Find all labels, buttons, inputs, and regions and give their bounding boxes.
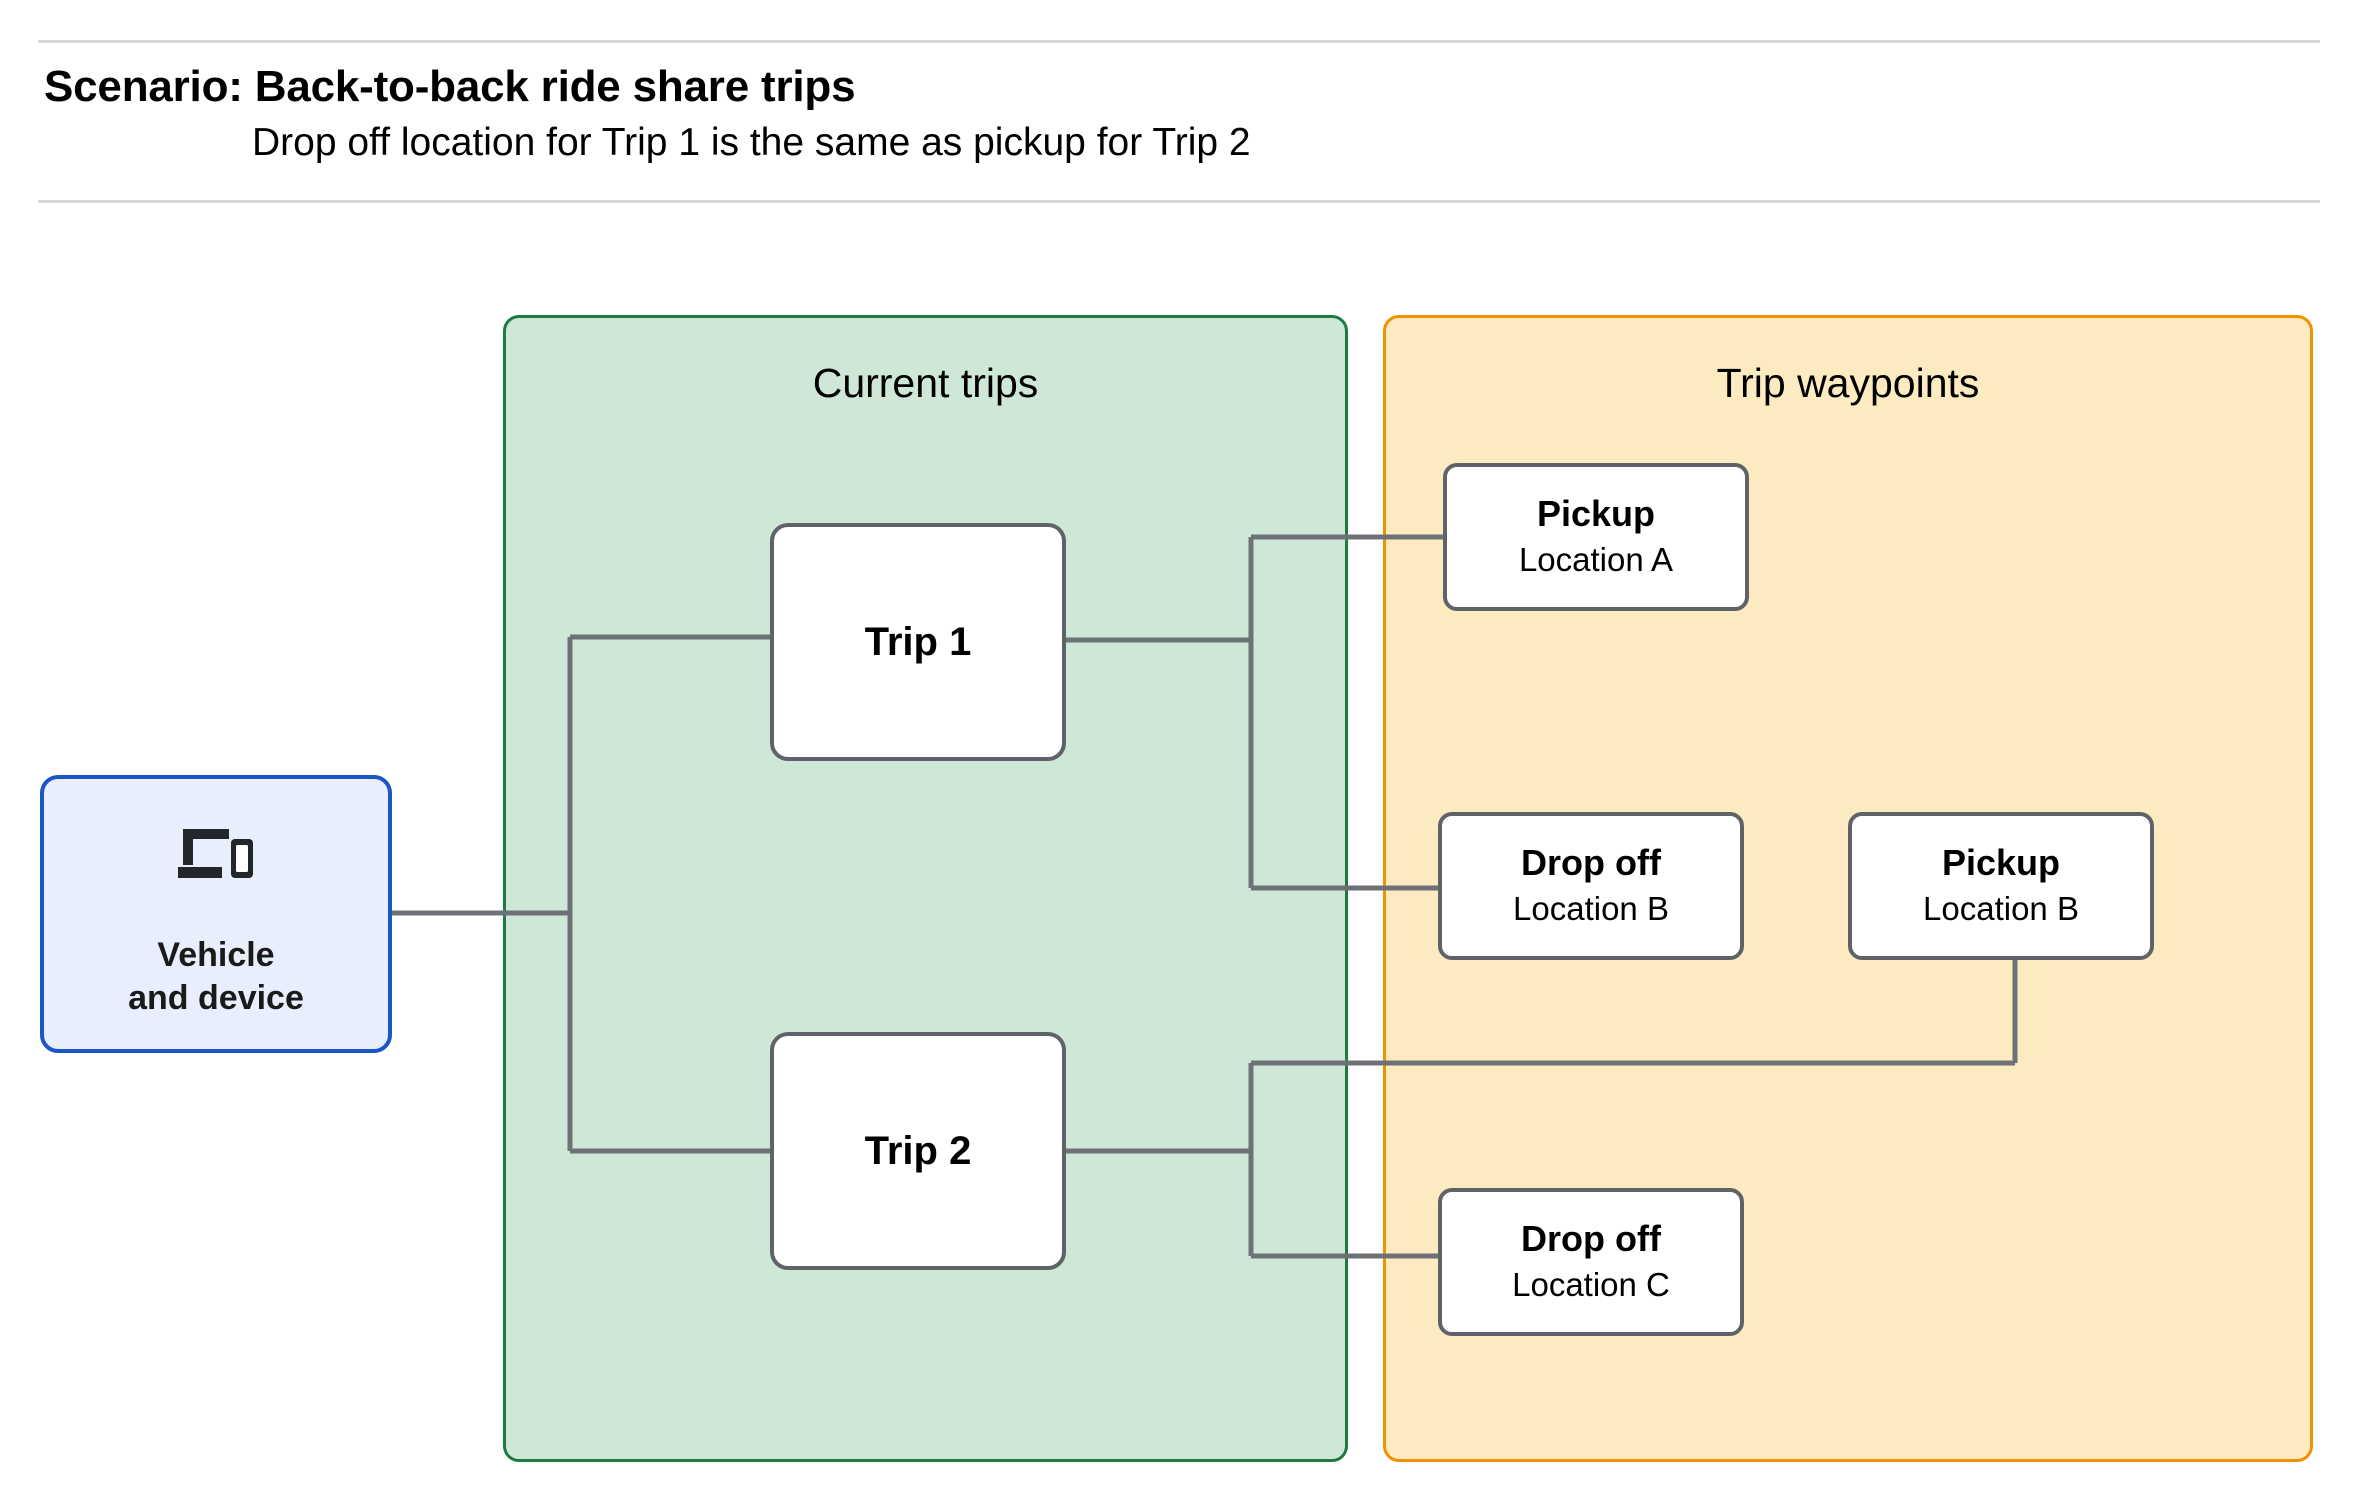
node-vehicle-and-device[interactable]: Vehicle and device — [40, 775, 392, 1053]
node-waypoint-dropoff-c-type: Drop off — [1521, 1218, 1661, 1260]
node-waypoint-dropoff-c-location: Location C — [1512, 1265, 1670, 1303]
node-waypoint-dropoff-c[interactable]: Drop off Location C — [1438, 1188, 1744, 1336]
node-trip-1-label: Trip 1 — [864, 619, 972, 664]
node-waypoint-dropoff-b-location: Location B — [1513, 889, 1669, 927]
node-vehicle-label: Vehicle and device — [128, 934, 304, 1019]
node-waypoint-dropoff-b[interactable]: Drop off Location B — [1438, 812, 1744, 960]
node-vehicle-label-line1: Vehicle — [157, 936, 275, 974]
node-waypoint-pickup-a-type: Pickup — [1536, 493, 1656, 535]
node-waypoint-pickup-a[interactable]: Pickup Location A — [1443, 463, 1749, 611]
devices-icon — [177, 823, 255, 886]
node-trip-2[interactable]: Trip 2 — [770, 1032, 1066, 1270]
panel-current-trips-title: Current trips — [812, 360, 1039, 406]
node-waypoint-pickup-b-location: Location B — [1923, 889, 2079, 927]
node-waypoint-pickup-b[interactable]: Pickup Location B — [1848, 812, 2154, 960]
node-trip-1[interactable]: Trip 1 — [770, 523, 1066, 761]
node-waypoint-dropoff-b-type: Drop off — [1521, 842, 1661, 884]
node-waypoint-pickup-b-type: Pickup — [1941, 842, 2061, 884]
panel-trip-waypoints-title: Trip waypoints — [1716, 360, 1980, 406]
header-divider-bottom — [38, 200, 2320, 203]
node-vehicle-label-line2: and device — [128, 978, 304, 1017]
page-title: Scenario: Back-to-back ride share trips — [44, 62, 856, 111]
node-trip-2-label: Trip 2 — [864, 1128, 972, 1173]
header-divider-top — [38, 40, 2320, 43]
panel-current-trips: Current trips — [503, 315, 1348, 1462]
node-waypoint-pickup-a-location: Location A — [1518, 540, 1674, 578]
page-subtitle: Drop off location for Trip 1 is the same… — [252, 121, 1251, 164]
